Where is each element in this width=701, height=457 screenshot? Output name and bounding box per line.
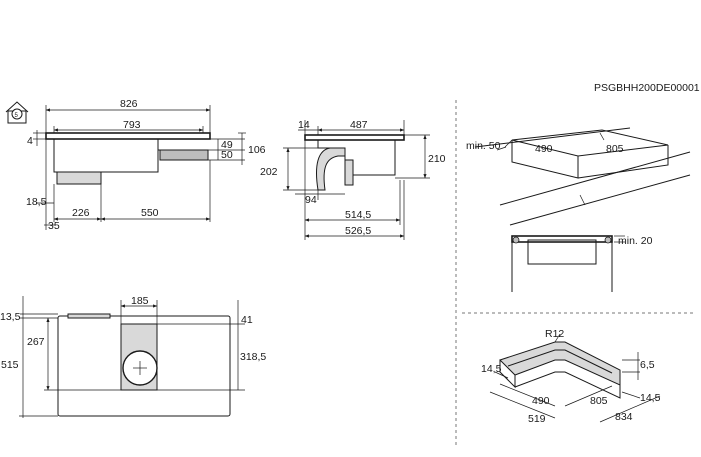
front-view: 826 793 4 49 50 106 18,5 226 550 35 — [26, 98, 266, 232]
dim-50: 50 — [221, 149, 233, 161]
front-body — [53, 139, 159, 173]
side-view: 14 487 210 202 94 514,5 526,5 — [260, 119, 446, 240]
side-glass — [304, 134, 405, 141]
dim-41: 41 — [241, 314, 253, 326]
dim-834: 834 — [615, 411, 633, 423]
frame-cutout: R12 6,5 14,5 490 805 519 834 14,5 — [481, 328, 661, 425]
dim-267: 267 — [27, 336, 45, 348]
dim-13-5: 13,5 — [0, 311, 21, 323]
dim-487: 487 — [350, 119, 368, 131]
front-fan-box — [56, 171, 102, 185]
worktop-cutout: min. 50 490 805 min. 20 — [466, 127, 691, 292]
dim-526-5: 526,5 — [345, 225, 371, 237]
worktop-edges — [474, 127, 691, 226]
dim-4: 4 — [27, 135, 33, 147]
dim-14-5-right: 14,5 — [640, 392, 661, 404]
dim-6-5: 6,5 — [640, 359, 655, 371]
dim-18-5: 18,5 — [26, 196, 47, 208]
dim-793: 793 — [123, 119, 141, 131]
svg-text:5: 5 — [15, 113, 19, 119]
dim-202: 202 — [260, 166, 278, 178]
dim-826: 826 — [120, 98, 138, 110]
frame-walls — [499, 360, 621, 399]
dim-490-top: 490 — [535, 143, 553, 155]
dim-49: 49 — [221, 139, 233, 151]
cutout-walls — [511, 140, 669, 179]
dim-35: 35 — [48, 220, 60, 232]
dim-550: 550 — [141, 207, 159, 219]
side-fan — [344, 159, 354, 186]
dim-318-5: 318,5 — [240, 351, 266, 363]
dim-805-frame: 805 — [590, 395, 608, 407]
dim-14-5-left: 14,5 — [481, 363, 502, 375]
dim-515: 515 — [1, 359, 19, 371]
dim-14: 14 — [298, 119, 310, 131]
top-view-handle — [67, 313, 111, 319]
frame-top-surface — [499, 341, 621, 386]
dim-min-20: min. 20 — [618, 235, 653, 247]
house-install-icon: 5 — [5, 101, 29, 124]
dim-185: 185 — [131, 295, 149, 307]
front-duct — [159, 149, 209, 161]
drawing-code: PSGBHH200DE00001 — [594, 82, 700, 94]
dim-106: 106 — [248, 144, 266, 156]
side-duct — [316, 147, 346, 191]
dim-519: 519 — [528, 413, 546, 425]
dim-min-50: min. 50 — [466, 140, 501, 152]
top-view-outline — [57, 315, 231, 417]
dim-514-5: 514,5 — [345, 209, 371, 221]
cutout-section-hob — [527, 239, 597, 265]
cutout-section-worktop — [511, 235, 613, 243]
dim-226: 226 — [72, 207, 90, 219]
dim-805-top: 805 — [606, 143, 624, 155]
front-glass — [45, 132, 211, 140]
dim-94: 94 — [305, 194, 317, 206]
dim-r12: R12 — [545, 328, 564, 340]
top-view: 185 13,5 515 267 41 318,5 — [0, 295, 266, 418]
dim-490-frame: 490 — [532, 395, 550, 407]
dim-210: 210 — [428, 153, 446, 165]
